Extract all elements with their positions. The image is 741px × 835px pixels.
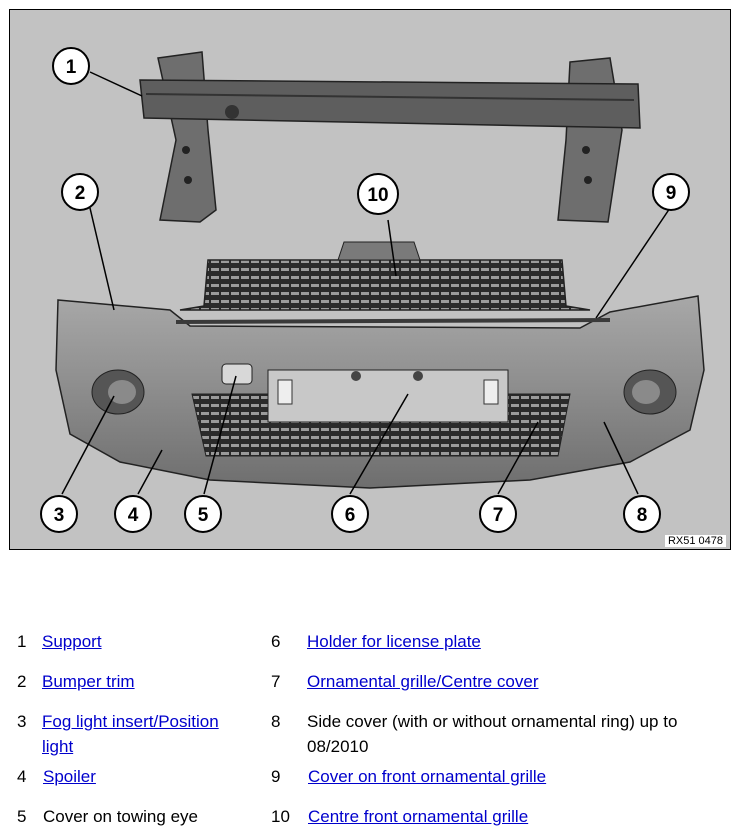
bumper-trim — [55, 295, 705, 489]
svg-text:10: 10 — [367, 185, 388, 206]
legend-item-3: 3 Fog light insert/Position light — [17, 709, 257, 759]
legend-number: 6 — [271, 632, 281, 651]
svg-text:5: 5 — [198, 505, 209, 526]
legend-link-centre-front-grille[interactable]: Centre front ornamental grille — [308, 807, 529, 826]
callout-10: 10 — [357, 173, 399, 215]
svg-text:3: 3 — [54, 505, 65, 526]
legend-number: 5 — [17, 807, 27, 826]
callout-7: 7 — [479, 495, 517, 533]
legend-number: 4 — [17, 767, 27, 786]
legend-link-license-plate-holder[interactable]: Holder for license plate — [307, 632, 481, 651]
svg-text:1: 1 — [66, 57, 77, 78]
callout-8: 8 — [623, 495, 661, 533]
reference-code: RX51 0478 — [664, 535, 726, 547]
legend-number: 9 — [271, 767, 281, 786]
legend-link-bumper-trim[interactable]: Bumper trim — [42, 672, 135, 691]
legend-link-front-grille-cover[interactable]: Cover on front ornamental grille — [308, 767, 547, 786]
legend-number: 7 — [271, 672, 281, 691]
callout-4: 4 — [114, 495, 152, 533]
svg-text:7: 7 — [493, 505, 504, 526]
legend-number: 3 — [17, 712, 27, 731]
support-beam — [139, 51, 641, 223]
callout-5: 5 — [184, 495, 222, 533]
legend-number: 10 — [271, 807, 290, 826]
callout-6: 6 — [331, 495, 369, 533]
callout-3: 3 — [40, 495, 78, 533]
legend-text-side-cover: Side cover (with or without ornamental r… — [307, 712, 678, 756]
centre-ornamental-grille — [179, 241, 591, 311]
svg-text:2: 2 — [75, 183, 86, 204]
legend-number: 2 — [17, 672, 27, 691]
legend-number: 1 — [17, 632, 27, 651]
legend-link-ornamental-grille[interactable]: Ornamental grille/Centre cover — [307, 672, 539, 691]
legend-link-spoiler[interactable]: Spoiler — [43, 767, 96, 786]
legend-link-fog-light[interactable]: Fog light insert/Position light — [42, 712, 219, 756]
svg-text:6: 6 — [345, 505, 356, 526]
legend-link-support[interactable]: Support — [42, 632, 102, 651]
legend-number: 8 — [271, 712, 281, 731]
callout-2: 2 — [61, 173, 99, 211]
callout-1: 1 — [52, 47, 90, 85]
legend-item-8: 8 Side cover (with or without ornamental… — [271, 709, 731, 759]
svg-text:4: 4 — [128, 505, 139, 526]
legend-text-towing-eye-cover: Cover on towing eye — [43, 807, 198, 826]
svg-text:8: 8 — [637, 505, 648, 526]
bumper-exploded-view: 1 2 3 4 5 6 7 8 — [40, 47, 705, 533]
leader-lines — [61, 71, 671, 495]
callout-9: 9 — [652, 173, 690, 211]
svg-text:9: 9 — [666, 183, 677, 204]
parts-diagram: 1 2 3 4 5 6 7 8 — [9, 9, 731, 550]
